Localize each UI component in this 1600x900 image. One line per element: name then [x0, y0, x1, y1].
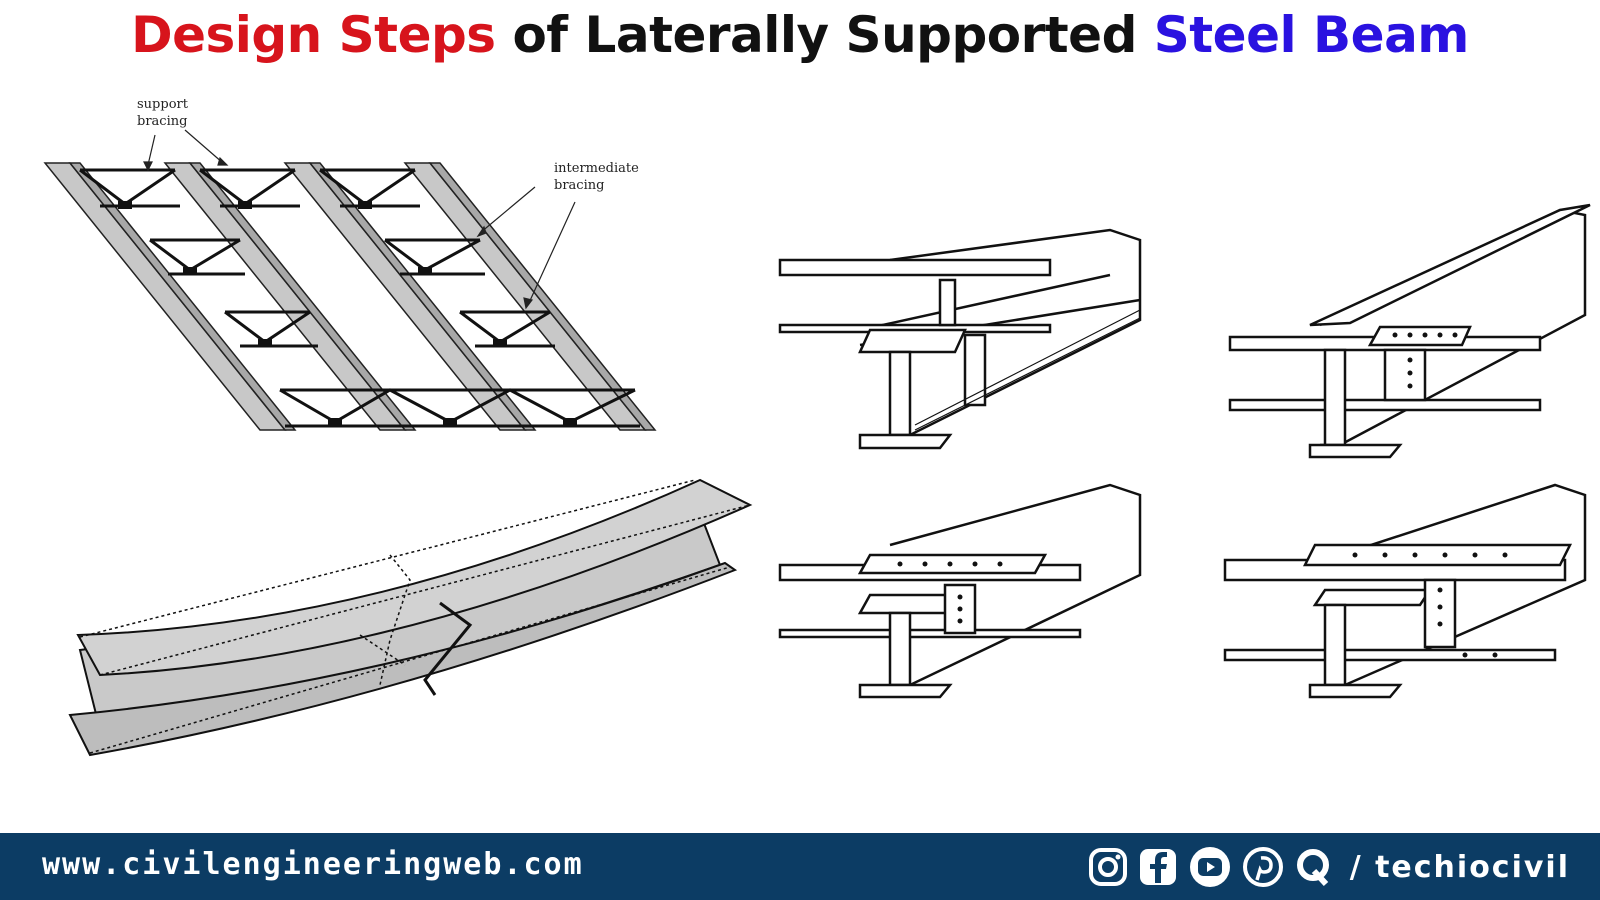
support-bracing-label: support bracing	[137, 96, 188, 130]
title-design-steps: Design Steps	[131, 6, 496, 64]
beam-2-web	[188, 162, 417, 431]
beam-connection-detail-2	[1228, 203, 1591, 459]
top-flange	[76, 478, 753, 677]
social-links: / techiocivil	[1088, 845, 1570, 889]
beam-connection-detail-4	[1223, 483, 1587, 699]
title-steel-beam: Steel Beam	[1153, 6, 1470, 64]
footer-bar: www.civilengineeringweb.com / techiocivi…	[0, 833, 1600, 900]
title-middle: of Laterally Supported	[495, 6, 1154, 64]
pinterest-icon[interactable]	[1242, 846, 1284, 888]
instagram-icon[interactable]	[1088, 847, 1128, 887]
beam-1-web	[68, 162, 297, 431]
intermediate-bracing-label: intermediate bracing	[554, 160, 639, 194]
social-handle[interactable]: / techiocivil	[1349, 849, 1570, 885]
support-label-line1: support	[137, 97, 188, 112]
beam-connection-detail-3	[778, 483, 1142, 699]
bottom-flange	[68, 561, 738, 757]
facebook-icon[interactable]	[1138, 847, 1178, 887]
page-title: Design Steps of Laterally Supported Stee…	[0, 6, 1600, 64]
intermediate-label-line2: bracing	[554, 178, 605, 193]
quora-icon[interactable]	[1294, 847, 1334, 887]
buckled-beam-diagram	[68, 478, 753, 757]
intermediate-label-line1: intermediate	[554, 161, 639, 176]
braced-beams-diagram	[43, 129, 657, 431]
beam-3-web	[308, 162, 537, 431]
website-link[interactable]: www.civilengineeringweb.com	[42, 847, 584, 882]
support-label-line2: bracing	[137, 114, 188, 129]
beam-connection-detail-1	[778, 228, 1142, 450]
youtube-icon[interactable]	[1188, 845, 1232, 889]
beam-4-web	[428, 162, 657, 431]
